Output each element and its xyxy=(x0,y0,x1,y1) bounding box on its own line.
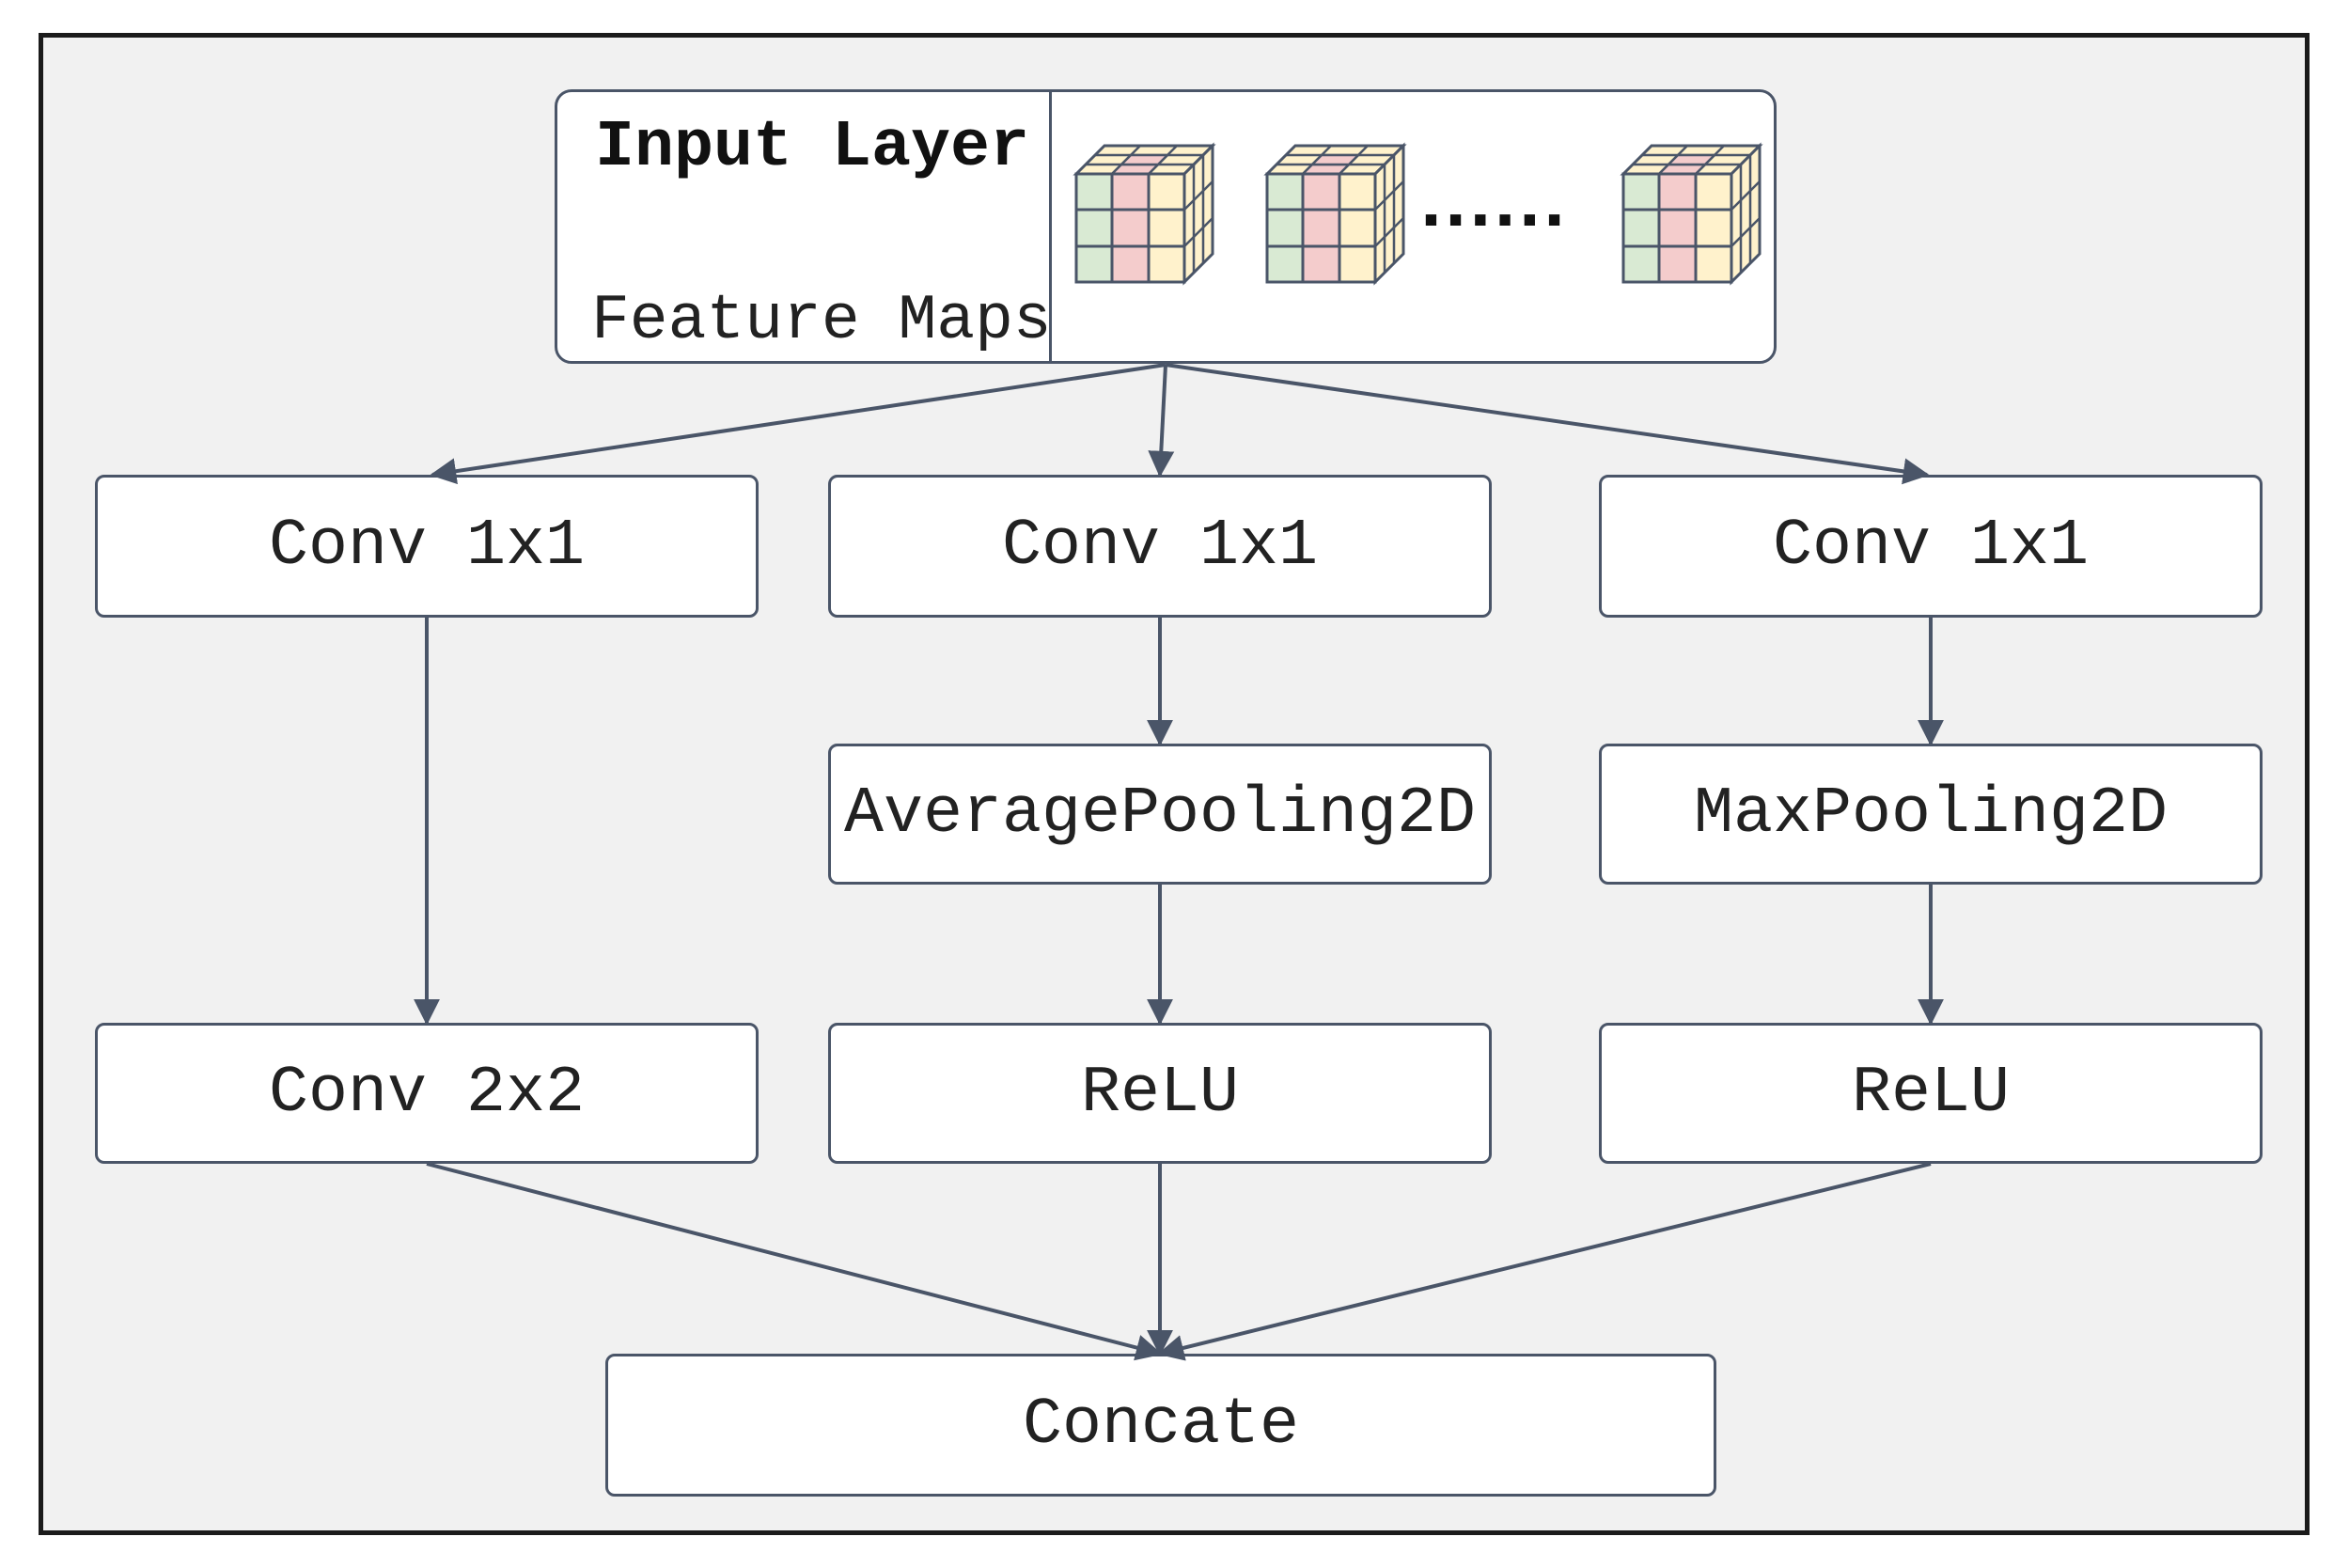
conv-2x2-label: Conv 2x2 xyxy=(268,1056,586,1131)
max-pooling-label: MaxPooling2D xyxy=(1693,776,2169,852)
feature-maps-label: Feature Maps xyxy=(591,285,1052,357)
relu-right-label: ReLU xyxy=(1851,1056,2011,1131)
relu-mid-label: ReLU xyxy=(1080,1056,1240,1131)
conv-1x1-left-node: Conv 1x1 xyxy=(95,475,759,618)
concate-label: Concate xyxy=(1022,1388,1300,1463)
conv-1x1-mid-label: Conv 1x1 xyxy=(1001,509,1319,584)
average-pooling-node: AveragePooling2D xyxy=(828,744,1492,885)
relu-right-node: ReLU xyxy=(1599,1023,2263,1164)
conv-1x1-right-node: Conv 1x1 xyxy=(1599,475,2263,618)
input-layer-divider xyxy=(1049,92,1052,361)
conv-1x1-right-label: Conv 1x1 xyxy=(1772,509,2090,584)
conv-1x1-mid-node: Conv 1x1 xyxy=(828,475,1492,618)
average-pooling-label: AveragePooling2D xyxy=(843,776,1477,852)
relu-mid-node: ReLU xyxy=(828,1023,1492,1164)
conv-2x2-node: Conv 2x2 xyxy=(95,1023,759,1164)
input-layer-title: Input Layer xyxy=(595,111,1030,185)
max-pooling-node: MaxPooling2D xyxy=(1599,744,2263,885)
concate-node: Concate xyxy=(605,1354,1716,1497)
conv-1x1-left-label: Conv 1x1 xyxy=(268,509,586,584)
input-layer-box: Input Layer Feature Maps xyxy=(555,89,1777,364)
